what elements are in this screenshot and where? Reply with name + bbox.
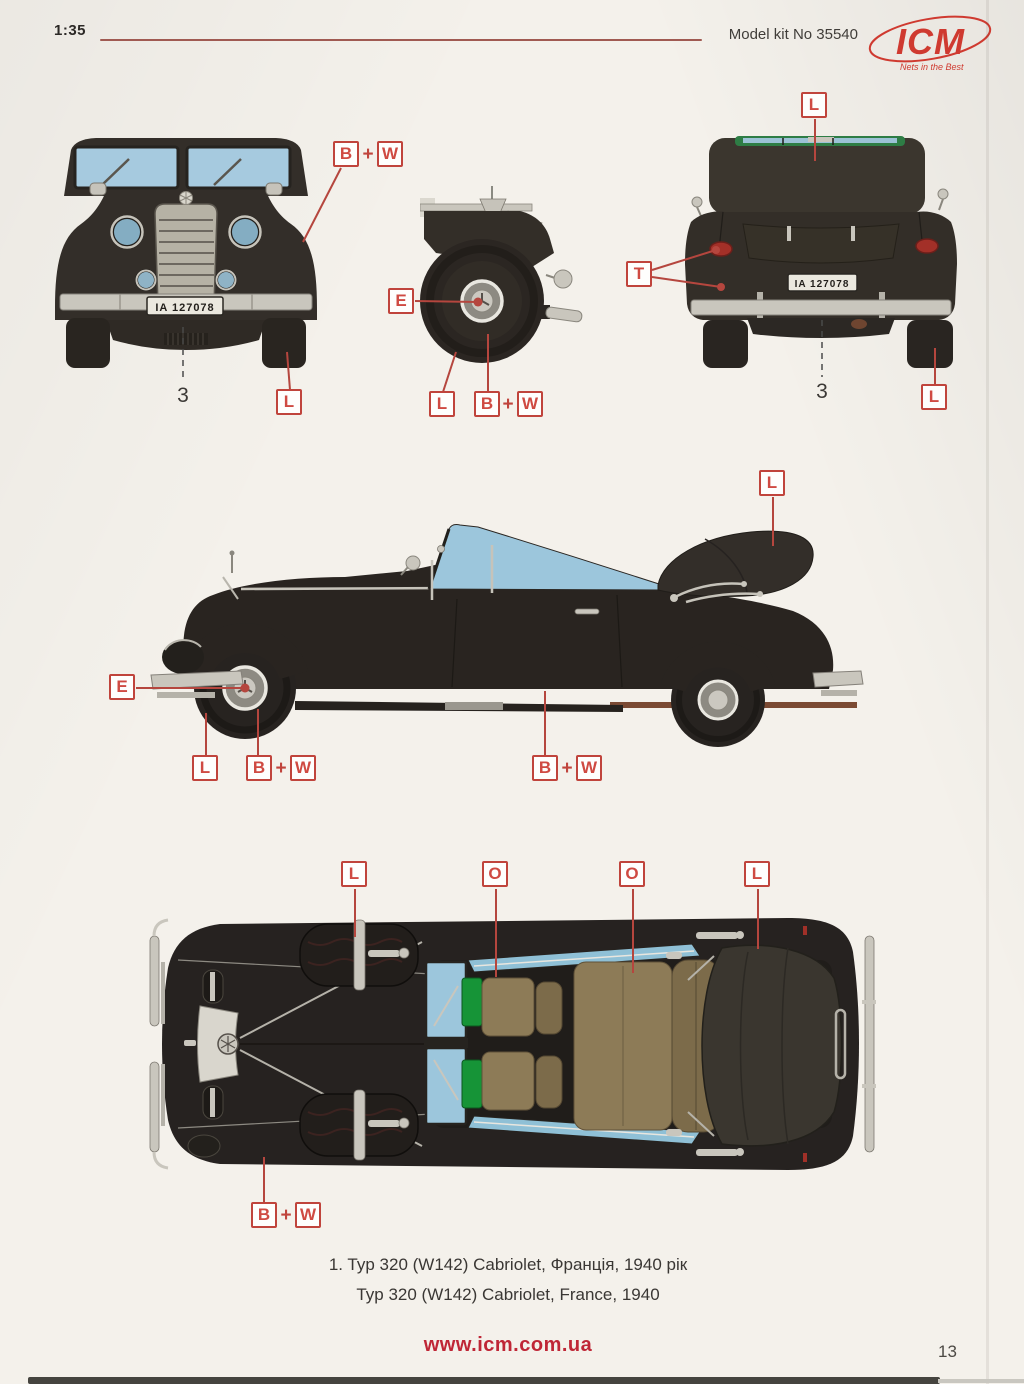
- caption-line-1: 1. Typ 320 (W142) Cabriolet, Франція, 19…: [328, 1255, 688, 1274]
- callout-box-w: W: [290, 755, 316, 781]
- license-plate-front: [146, 296, 224, 316]
- page-edge-shadow: [986, 0, 989, 1384]
- side-mirror: [405, 555, 421, 571]
- callout-box-l: L: [276, 389, 302, 415]
- folded-top-bundle: [657, 530, 814, 598]
- callout-box-l: L: [744, 861, 770, 887]
- license-plate-rear: [787, 273, 858, 292]
- windshield-left-pane: [73, 145, 180, 190]
- callout-box-e: E: [388, 288, 414, 314]
- view-number: 3: [177, 384, 189, 407]
- top-view-illustration: [149, 918, 876, 1170]
- foglight-right: [218, 272, 234, 288]
- scale-label: 1:35: [54, 22, 87, 39]
- headlight-left: [114, 219, 140, 245]
- running-board-step: [445, 702, 503, 710]
- windshield-right-pane: [185, 145, 292, 190]
- trunk-handle: [834, 1008, 847, 1080]
- logo-text: ICM: [896, 21, 965, 62]
- top-folded-top: [701, 944, 843, 1147]
- callout-box-b: B: [532, 755, 558, 781]
- caption-line-2: Typ 320 (W142) Cabriolet, France, 1940: [356, 1285, 660, 1304]
- callout-box-b: B: [474, 391, 500, 417]
- headlight-right: [232, 219, 258, 245]
- front-seat-1: [481, 977, 535, 1037]
- plus-sign: +: [561, 758, 573, 779]
- door-handle: [545, 306, 583, 323]
- callout-box-b: B: [246, 755, 272, 781]
- landau-irons: [674, 582, 760, 604]
- logo-ellipse: [868, 15, 992, 63]
- tail-light-right: [915, 238, 939, 254]
- callout-box-o: O: [619, 861, 645, 887]
- callout-box-l: L: [429, 391, 455, 417]
- top-front-bumper: [152, 918, 169, 1170]
- callout-box-o: O: [482, 861, 508, 887]
- callout-box-w: W: [576, 755, 602, 781]
- kit-number: Model kit No 35540: [728, 26, 858, 43]
- front-fender-arc: [181, 623, 309, 680]
- callout-box-w: W: [517, 391, 543, 417]
- wipers: [101, 158, 242, 186]
- callout-box-w: W: [295, 1202, 321, 1228]
- rear-bumper: [690, 299, 952, 316]
- plus-sign: +: [280, 1205, 292, 1226]
- icm-logo: ICM Nets in the Best: [868, 15, 992, 72]
- top-rear-bumper: [864, 935, 875, 1153]
- front-wheel-left: [66, 318, 110, 368]
- view-number: 3: [816, 380, 828, 403]
- callout-box-l: L: [759, 470, 785, 496]
- front-wheel-right: [262, 318, 306, 368]
- side-headlight: [162, 640, 204, 674]
- rear-view-illustration: IA 127078: [685, 136, 957, 368]
- rear-wheel-left: [703, 320, 748, 368]
- exhaust: [851, 319, 867, 329]
- front-view-illustration: IA 127078: [55, 138, 317, 368]
- callout-box-l: L: [192, 755, 218, 781]
- license-plate-front-text: IA 127078: [155, 302, 214, 314]
- side-door-handle: [574, 608, 600, 615]
- callout-box-e: E: [109, 674, 135, 700]
- callout-box-b: B: [251, 1202, 277, 1228]
- callout-box-b: B: [333, 141, 359, 167]
- page-number: 13: [938, 1342, 957, 1361]
- rear-wheel-right: [907, 320, 953, 368]
- front-seat-2: [481, 1051, 535, 1111]
- side-windshield: [428, 524, 660, 591]
- plus-sign: +: [502, 394, 514, 415]
- logo-tagline: Nets in the Best: [900, 62, 964, 72]
- callout-box-l: L: [341, 861, 367, 887]
- mirror: [553, 269, 573, 289]
- foglight-left: [138, 272, 154, 288]
- website-url: www.icm.com.ua: [423, 1334, 593, 1356]
- plus-sign: +: [362, 144, 374, 165]
- callout-box-l: L: [801, 92, 827, 118]
- photo-bottom-edge-light: [938, 1379, 1024, 1383]
- callout-box-l: L: [921, 384, 947, 410]
- folded-top: [709, 138, 925, 214]
- callout-box-t: T: [626, 261, 652, 287]
- side-rear-bumper: [812, 670, 864, 688]
- license-plate-rear-text: IA 127078: [795, 279, 850, 290]
- plus-sign: +: [275, 758, 287, 779]
- photo-bottom-edge: [28, 1377, 940, 1384]
- header-rule: [100, 39, 702, 41]
- rear-fender-arc: [660, 641, 776, 693]
- callout-box-w: W: [377, 141, 403, 167]
